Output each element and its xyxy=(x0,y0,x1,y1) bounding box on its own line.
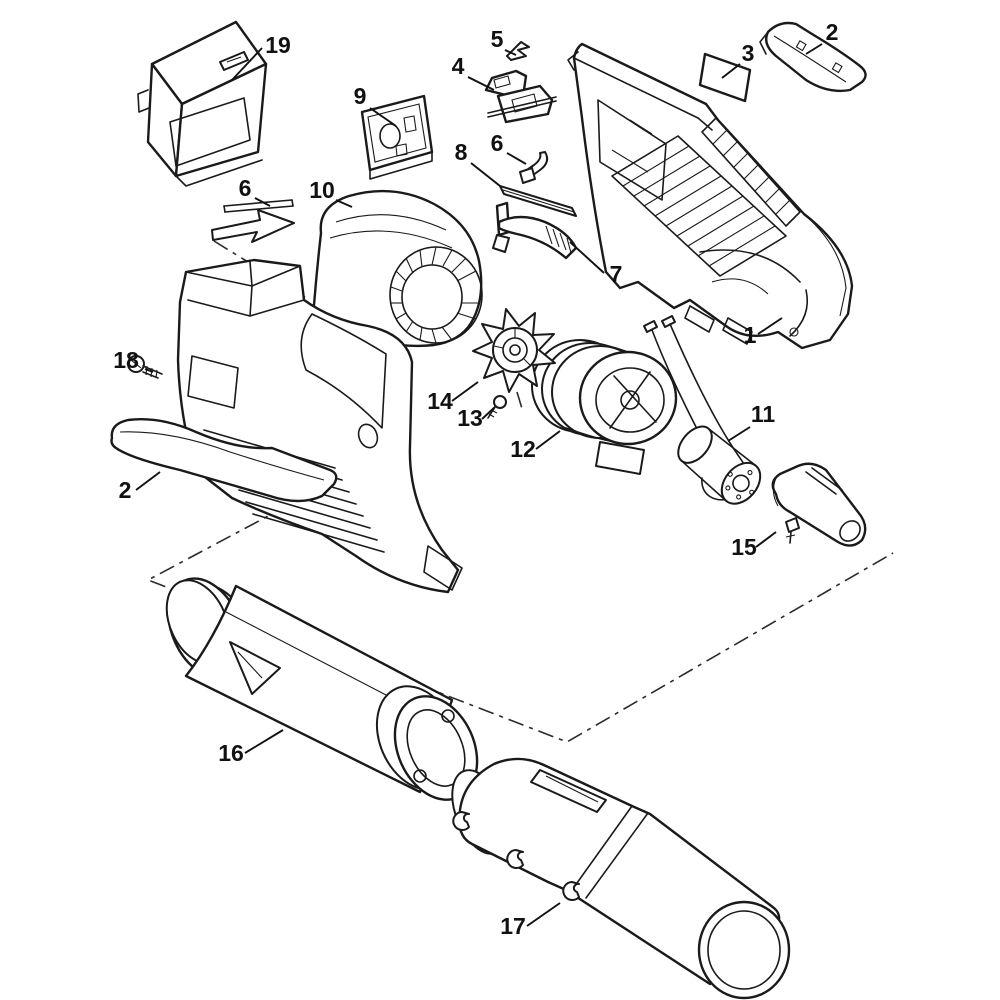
svg-text:2: 2 xyxy=(119,477,132,503)
callout-9: 9 xyxy=(354,83,397,127)
callout-4: 4 xyxy=(452,53,495,91)
callout-3: 3 xyxy=(721,40,755,79)
svg-text:8: 8 xyxy=(455,139,468,165)
fan-housing-part-12 xyxy=(531,339,678,475)
callout-1: 1 xyxy=(744,317,783,348)
svg-text:4: 4 xyxy=(452,53,465,79)
spring-strip-part-8 xyxy=(499,185,577,217)
callout-17: 17 xyxy=(500,902,561,939)
callout-19: 19 xyxy=(231,32,291,81)
housing-left-half xyxy=(176,258,463,594)
blower-tube-part-16 xyxy=(165,577,479,801)
nozzle-tube-part-17 xyxy=(451,757,791,1000)
callout-15: 15 xyxy=(731,531,777,560)
callout-5: 5 xyxy=(491,26,517,56)
deflector-cone-part-15 xyxy=(771,462,867,547)
svg-text:1: 1 xyxy=(744,322,757,348)
svg-text:9: 9 xyxy=(354,83,367,109)
retaining-clip-part-5 xyxy=(506,41,530,61)
svg-text:5: 5 xyxy=(491,26,504,52)
screw-part-18 xyxy=(127,355,163,379)
electric-motor-part-11 xyxy=(677,425,762,505)
svg-text:6: 6 xyxy=(491,130,504,156)
wire-rod-part-6 xyxy=(211,199,295,243)
svg-text:3: 3 xyxy=(742,40,755,66)
handle-molding-part-2 xyxy=(110,418,338,503)
callouts: 19 9 5 4 6 8 7 3 2 1 10 6 18 2 14 13 12 … xyxy=(113,19,838,939)
fan-impeller-part-14 xyxy=(472,308,556,393)
callout-10: 10 xyxy=(309,177,353,208)
callout-6-upper: 6 xyxy=(491,130,527,165)
svg-text:10: 10 xyxy=(309,177,335,203)
svg-text:16: 16 xyxy=(218,740,244,766)
svg-text:14: 14 xyxy=(427,388,453,414)
fan-cover-part-10 xyxy=(312,189,483,348)
callout-18: 18 xyxy=(113,347,154,373)
switch-part-4 xyxy=(484,69,557,124)
callout-6-left: 6 xyxy=(239,175,271,207)
svg-text:17: 17 xyxy=(500,913,526,939)
callout-13: 13 xyxy=(457,405,496,431)
callout-2-left: 2 xyxy=(119,471,161,503)
housing-right-half-part-1 xyxy=(567,42,854,350)
control-module-part-9 xyxy=(360,94,434,180)
svg-text:18: 18 xyxy=(113,347,139,373)
callout-12: 12 xyxy=(510,430,561,462)
callout-16: 16 xyxy=(218,729,284,766)
svg-text:12: 12 xyxy=(510,436,536,462)
svg-text:19: 19 xyxy=(265,32,291,58)
svg-text:15: 15 xyxy=(731,534,757,560)
switch-rod-part-6 xyxy=(519,151,549,184)
svg-text:6: 6 xyxy=(239,175,252,201)
svg-text:7: 7 xyxy=(610,261,623,287)
screw-part-13 xyxy=(487,395,507,419)
svg-text:2: 2 xyxy=(826,19,839,45)
callout-2-top-right: 2 xyxy=(805,19,839,55)
battery-compartment-part-19 xyxy=(137,20,268,187)
callout-11: 11 xyxy=(727,401,776,442)
insert-direction-arrow xyxy=(211,209,295,243)
svg-text:11: 11 xyxy=(751,401,776,427)
svg-text:13: 13 xyxy=(457,405,483,431)
callout-7: 7 xyxy=(569,241,623,287)
callout-14: 14 xyxy=(427,381,479,414)
trigger-lever-part-7 xyxy=(492,201,578,260)
callout-8: 8 xyxy=(455,139,501,187)
handle-cover-rail-part-2 xyxy=(759,21,867,93)
